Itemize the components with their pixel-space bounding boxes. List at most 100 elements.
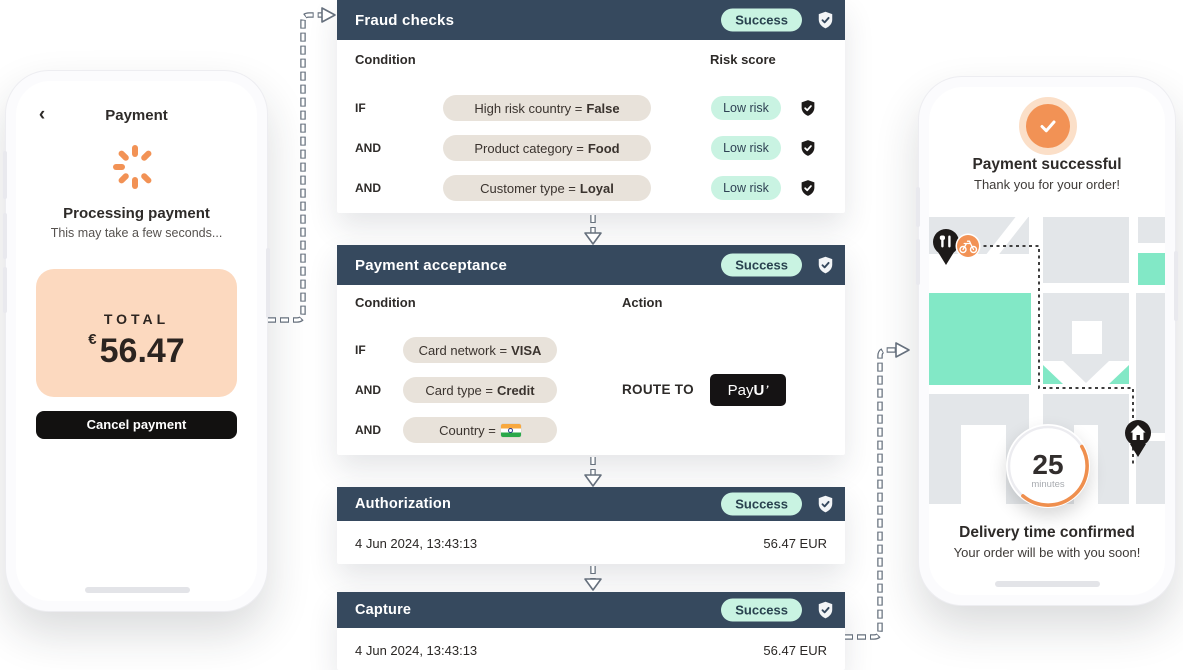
rule-operator: AND [355,383,381,397]
amount-value: 56.47 [99,332,185,370]
condition-value: Loyal [579,180,614,196]
eta-unit: minutes [1031,479,1065,490]
home-indicator [995,581,1100,587]
phone-side-button [266,248,270,318]
connector-arrow [584,215,602,245]
phone-side-button [916,239,920,285]
payment-acceptance-header: Payment acceptance Success [337,245,845,285]
condition-name: Card type = [425,382,493,398]
back-chevron-icon[interactable]: ‹ [38,104,46,125]
cancel-payment-button[interactable]: Cancel payment [36,411,237,439]
fraud-checks-panel: Fraud checks Success Condition Risk scor… [337,0,845,213]
status-badge: Success [721,492,802,516]
status-badge: Success [721,253,802,277]
shield-check-icon [818,495,833,513]
condition-column-header: Condition [355,52,416,67]
panel-title: Payment acceptance [355,256,508,274]
condition-name: Country = [439,422,496,438]
rule-operator: AND [355,141,381,155]
delivery-confirmed-subtitle: Your order will be with you soon! [953,545,1141,560]
phone-side-button [1174,251,1178,321]
panel-title: Capture [355,602,412,618]
condition-name: Card network = [418,342,508,358]
panel-title: Fraud checks [355,11,455,29]
risk-badge: Low risk [711,96,781,120]
risk-score-column-header: Risk score [710,52,776,67]
total-card: TOTAL €56.47 [36,269,237,397]
payu-text: Pay [727,381,754,399]
shield-check-badge-icon [801,180,815,196]
condition-name: Customer type = [480,180,576,196]
shield-check-icon [818,601,833,619]
currency-symbol: € [88,331,97,348]
authorization-header: Authorization Success [337,487,845,521]
page-title: Payment [105,107,168,124]
shield-check-icon [818,11,833,29]
condition-value: Credit [497,382,535,398]
courier-bike-icon [955,233,981,259]
condition-value: VISA [511,342,542,358]
home-pin-icon [1125,420,1151,457]
processing-phone: ‹ Payment Processing payment This may ta… [3,70,270,612]
success-check-icon [1026,104,1070,148]
delivery-route-line [977,245,1134,465]
shield-check-badge-icon [801,140,815,156]
condition-pill: Customer type =Loyal [443,175,651,201]
payment-successful-title: Payment successful [972,156,1122,173]
phone-side-button [3,267,7,313]
rule-operator: AND [355,181,381,195]
processing-subtitle: This may take a few seconds... [50,226,223,240]
home-indicator [85,587,190,593]
risk-badge: Low risk [711,136,781,160]
transaction-timestamp: 4 Jun 2024, 13:43:13 [355,536,478,551]
condition-value: False [586,100,620,116]
condition-name: High risk country = [474,100,583,116]
capture-header: Capture Success [337,592,845,628]
processing-title: Processing payment [63,205,210,222]
eta-badge: 25 minutes [1006,424,1090,508]
total-label: TOTAL [103,311,170,327]
connector-arrow [268,7,336,323]
phone-side-button [3,151,7,199]
condition-pill: High risk country =False [443,95,651,121]
total-amount: €56.47 [36,331,237,371]
capture-panel: Capture Success 4 Jun 2024, 13:43:13 56.… [337,592,845,670]
processing-screen: ‹ Payment Processing payment This may ta… [16,81,257,601]
connector-arrow [584,457,602,487]
eta-value: 25 [1032,449,1063,480]
status-badge: Success [721,8,802,32]
transaction-timestamp: 4 Jun 2024, 13:43:13 [355,643,478,658]
condition-column-header: Condition [355,295,416,310]
rule-operator: IF [355,101,366,115]
condition-pill: Card type =Credit [403,377,557,403]
connector-arrow [584,566,602,591]
delivery-confirmed-title: Delivery time confirmed [959,524,1135,541]
rule-operator: AND [355,423,381,437]
connector-arrow [845,342,910,640]
india-flag-icon [500,423,521,437]
confirmation-screen: Payment successful Thank you for your or… [929,87,1165,595]
confirmation-phone: Payment successful Thank you for your or… [916,76,1178,606]
rule-operator: IF [355,343,366,357]
phone-side-button [916,187,920,227]
fraud-checks-header: Fraud checks Success [337,0,845,40]
loading-spinner-icon [113,145,157,189]
shield-check-icon [818,256,833,274]
transaction-amount: 56.47 EUR [763,643,827,658]
payment-successful-subtitle: Thank you for your order! [974,177,1120,192]
payment-acceptance-panel: Payment acceptance Success Condition Act… [337,245,845,455]
condition-value: Food [587,140,620,156]
eta-progress-arc [1021,444,1089,507]
action-column-header: Action [622,295,663,310]
payu-letter: U [753,381,765,399]
authorization-panel: Authorization Success 4 Jun 2024, 13:43:… [337,487,845,564]
panel-title: Authorization [355,496,452,512]
transaction-amount: 56.47 EUR [763,536,827,551]
condition-pill: Product category =Food [443,135,651,161]
payu-mark: ’ [763,383,771,397]
risk-badge: Low risk [711,176,781,200]
status-badge: Success [721,598,802,622]
route-to-label: ROUTE TO [622,382,694,397]
